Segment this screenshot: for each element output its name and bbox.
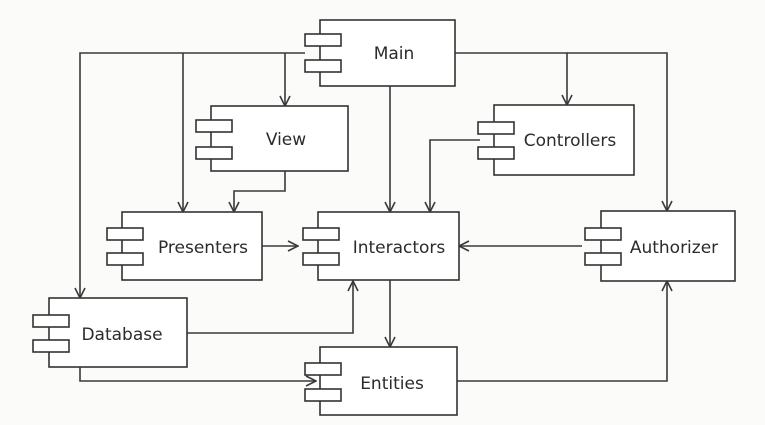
edge-entities-authorizer [457,281,667,382]
component-tab-icon [584,227,622,241]
component-tab-icon [195,146,233,160]
component-tab-icon [106,252,144,266]
component-tab-icon [304,362,342,376]
component-view: View [195,105,349,172]
edge-main-authorizer [567,52,667,211]
edges [79,52,667,382]
component-tab-icon [304,59,342,73]
component-tab-icon [302,252,340,266]
component-label-presenters: Presenters [158,238,248,258]
component-presenters: Presenters [106,211,263,281]
component-label-controllers: Controllers [524,131,617,151]
component-controllers: Controllers [477,104,635,176]
component-authorizer: Authorizer [584,210,736,282]
edge-database-entities [79,367,316,381]
component-tab-icon [584,252,622,266]
component-tab-icon [106,227,144,241]
component-tab-icon [32,314,70,328]
edge-view-presenters [234,171,286,212]
component-label-authorizer: Authorizer [630,238,718,258]
component-tab-icon [32,339,70,353]
component-main: Main [304,19,456,87]
component-tab-icon [477,146,515,160]
component-tab-icon [477,121,515,135]
component-tab-icon [304,33,342,47]
component-database: Database [32,297,188,368]
component-label-interactors: Interactors [353,238,446,258]
component-label-main: Main [374,44,415,64]
component-tab-icon [304,388,342,402]
component-entities: Entities [304,346,458,416]
component-tab-icon [195,119,233,133]
edge-controllers-interactors [430,139,480,212]
component-label-database: Database [81,325,162,345]
edge-main-database [80,52,305,298]
component-tab-icon [302,227,340,241]
component-interactors: Interactors [302,211,460,281]
component-label-entities: Entities [360,374,424,394]
edge-main-controllers [455,52,567,105]
edge-database-interactors [187,281,353,334]
component-label-view: View [266,130,306,150]
